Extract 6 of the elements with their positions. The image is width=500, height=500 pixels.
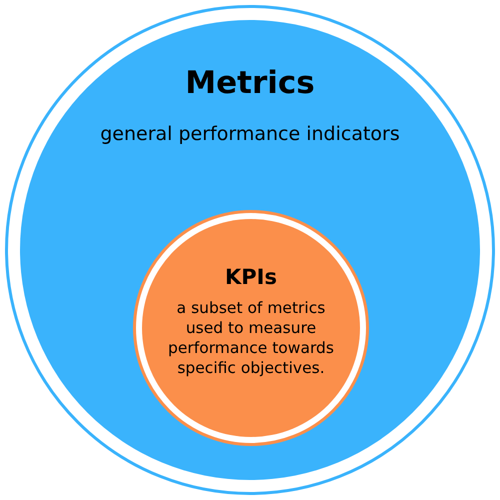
node-title: KPIs (224, 265, 278, 290)
node-description: general performance indicators (99, 123, 401, 146)
node-description: a subset of metrics used to measure performance towards specific objectives. (167, 298, 335, 379)
circle-node (5, 5, 495, 495)
circle-node (133, 210, 369, 446)
node-title: Metrics (184, 65, 316, 102)
